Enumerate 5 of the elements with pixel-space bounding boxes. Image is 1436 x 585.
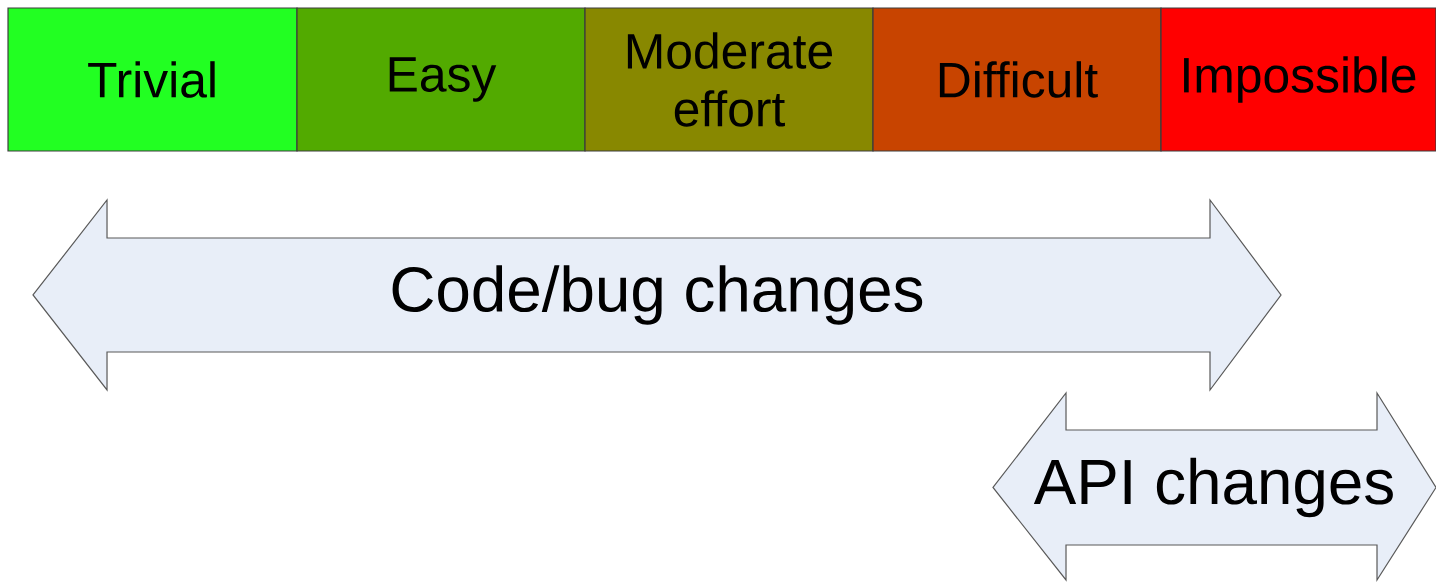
- level-box: Trivial: [7, 7, 298, 152]
- level-box: Impossible: [1160, 7, 1436, 152]
- level-box: Easy: [296, 7, 586, 152]
- level-box: Moderate effort: [584, 7, 874, 152]
- level-box: Difficult: [872, 7, 1162, 152]
